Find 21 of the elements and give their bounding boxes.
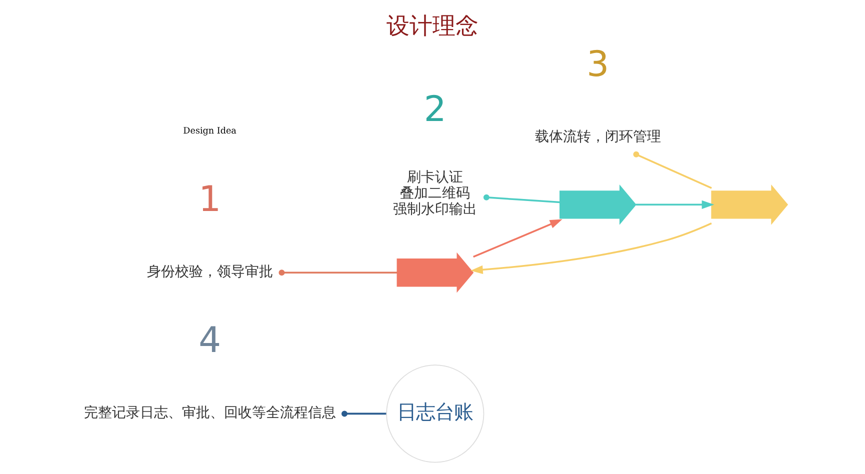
- node-text: 完整记录日志、审批、回收等全流程信息: [84, 405, 336, 422]
- connector: [341, 410, 386, 417]
- label: Design Idea: [183, 126, 236, 137]
- connector: [483, 194, 560, 204]
- diagram-title: 设计理念: [386, 13, 478, 40]
- node-circle: 日志台账: [386, 364, 484, 463]
- node-text: 刷卡认证 叠加二维码 强制水印输出: [393, 170, 478, 218]
- connector: [633, 151, 712, 189]
- node-label: 3: [586, 44, 610, 85]
- node-label: 1: [198, 178, 222, 220]
- node-text: 载体流转，闭环管理: [534, 129, 661, 146]
- node-arrow: [396, 252, 474, 293]
- arrow: [636, 200, 714, 209]
- arrow: [470, 222, 712, 274]
- arrow: [473, 219, 562, 258]
- node-label: 2: [424, 88, 446, 130]
- connector: [278, 270, 398, 276]
- node-arrow: [711, 184, 788, 225]
- node-arrow: [560, 184, 636, 225]
- node-text: 身份校验，领导审批: [146, 264, 273, 280]
- node-label: 4: [198, 320, 222, 361]
